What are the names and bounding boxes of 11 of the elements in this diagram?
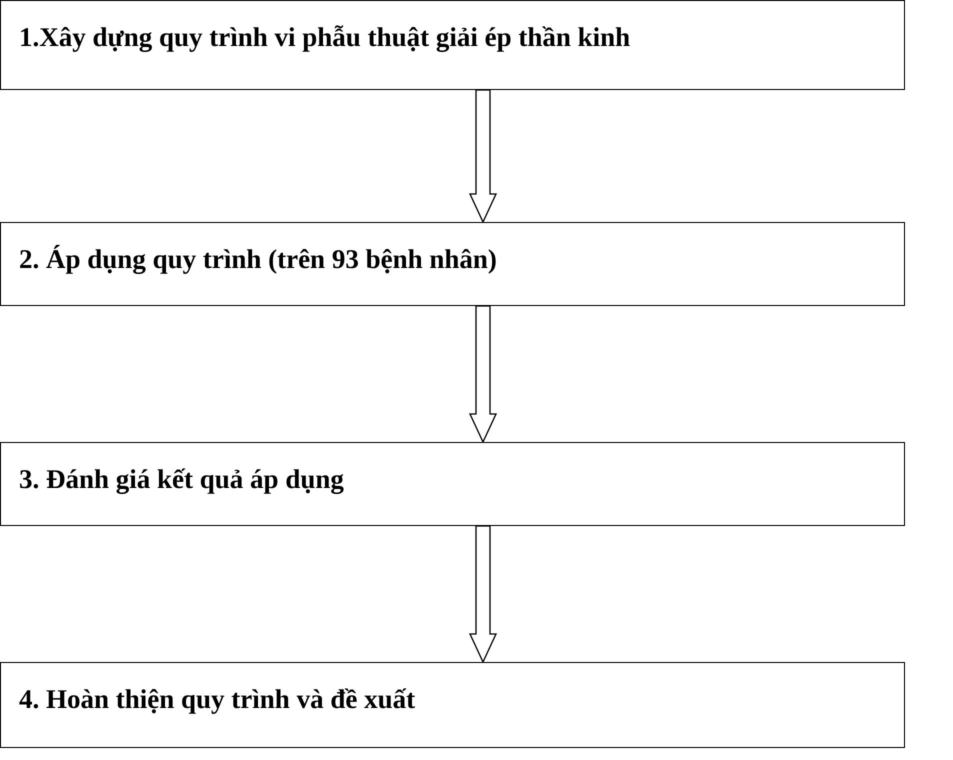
hollow-arrow <box>468 525 498 664</box>
hollow-arrow <box>468 305 498 444</box>
process-box <box>0 662 905 748</box>
step-text: 4. Hoàn thiện quy trình và đề xuất <box>19 683 416 716</box>
process-box <box>0 222 905 306</box>
step-text: 2. Áp dụng quy trình (trên 93 bệnh nhân) <box>19 243 498 276</box>
process-box <box>0 442 905 526</box>
process-box <box>0 0 905 90</box>
step-text: 1.Xây dựng quy trình vi phẫu thuật giải ép thần kinh <box>19 21 632 54</box>
hollow-arrow <box>468 89 498 224</box>
step-text: 3. Đánh giá kết quả áp dụng <box>19 463 345 496</box>
